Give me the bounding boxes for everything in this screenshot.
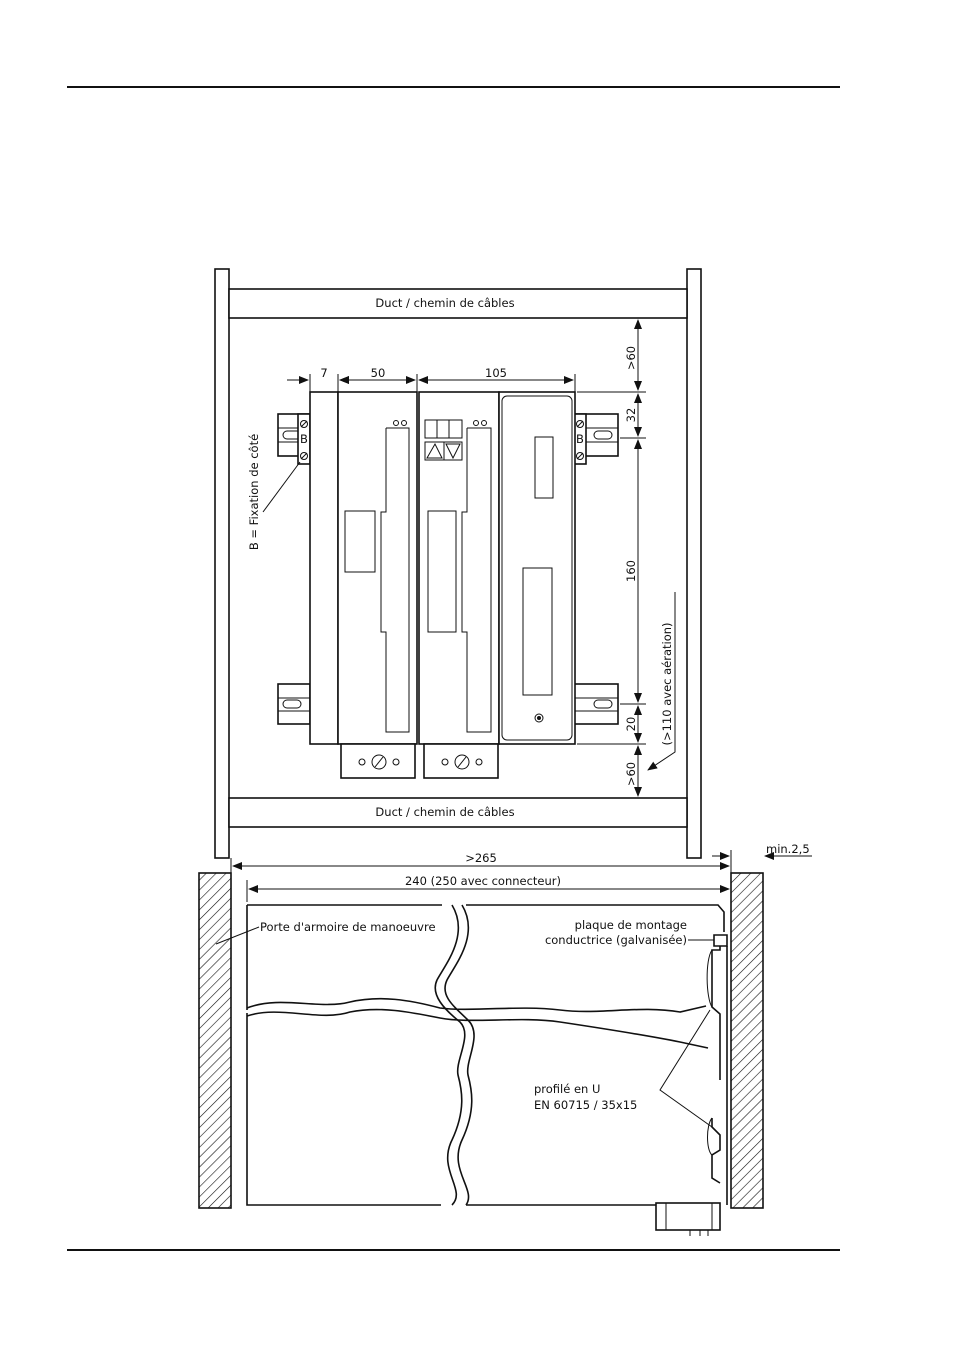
module-3: [498, 391, 576, 745]
dimension-column-right: >60 32 160 20 >60 (>110 avec aération): [577, 319, 676, 797]
cabinet-wall-left: [198, 872, 232, 1209]
module-2: [418, 391, 500, 745]
rail-leader: [659, 1009, 713, 1128]
dim-gt60-bottom: >60: [624, 762, 638, 786]
door-leader: [215, 926, 260, 945]
side-fixation-leader: [262, 461, 301, 513]
bottom-duct: [228, 797, 688, 828]
dimension-row-side: >265 240 (250 avec connecteur) min.2,5: [230, 842, 812, 902]
terminal-connector-2: [423, 743, 499, 779]
bottom-duct-label: Duct / chemin de câbles: [375, 805, 514, 819]
dim-240: 240 (250 avec connecteur): [405, 874, 561, 888]
dim-160: 160: [624, 560, 638, 582]
b-label-right: B: [576, 432, 584, 446]
rail-label-1: profilé en U: [534, 1082, 600, 1096]
din-rail-bottom-left: [277, 683, 311, 725]
b-label-left: B: [300, 432, 308, 446]
side-fixation-left: B: [297, 413, 311, 465]
left-post: [214, 268, 230, 859]
dim-20: 20: [624, 717, 638, 732]
plate-label-1: plaque de montage: [575, 918, 687, 932]
module-1: [309, 391, 418, 745]
door-label: Porte d'armoire de manoeuvre: [260, 920, 436, 934]
dim-min25: min.2,5: [766, 842, 810, 856]
dim-105: 105: [485, 366, 507, 380]
dim-7: 7: [320, 366, 327, 380]
top-duct: [228, 288, 688, 319]
device-side-profile: [246, 904, 725, 1206]
dim-gt265: >265: [465, 851, 497, 865]
top-duct-label: Duct / chemin de câbles: [375, 296, 514, 310]
plate-label-2: conductrice (galvanisée): [545, 933, 687, 947]
rail-label-2: EN 60715 / 35x15: [534, 1098, 637, 1112]
dim-gt60-top: >60: [624, 346, 638, 370]
mounting-plate-rail: [655, 934, 728, 1236]
din-rail-bottom-right: [573, 683, 619, 725]
right-post: [686, 268, 702, 859]
dim-50: 50: [371, 366, 386, 380]
dim-gt110: (>110 avec aération): [660, 622, 674, 745]
terminal-connector-1: [340, 743, 416, 779]
dim-32: 32: [624, 408, 638, 423]
side-fixation-label: B = Fixation de côté: [247, 434, 261, 550]
cabinet-wall-right: [730, 872, 764, 1209]
dimension-row-top: 7 50 105: [287, 366, 576, 392]
side-fixation-right: B: [573, 413, 587, 465]
